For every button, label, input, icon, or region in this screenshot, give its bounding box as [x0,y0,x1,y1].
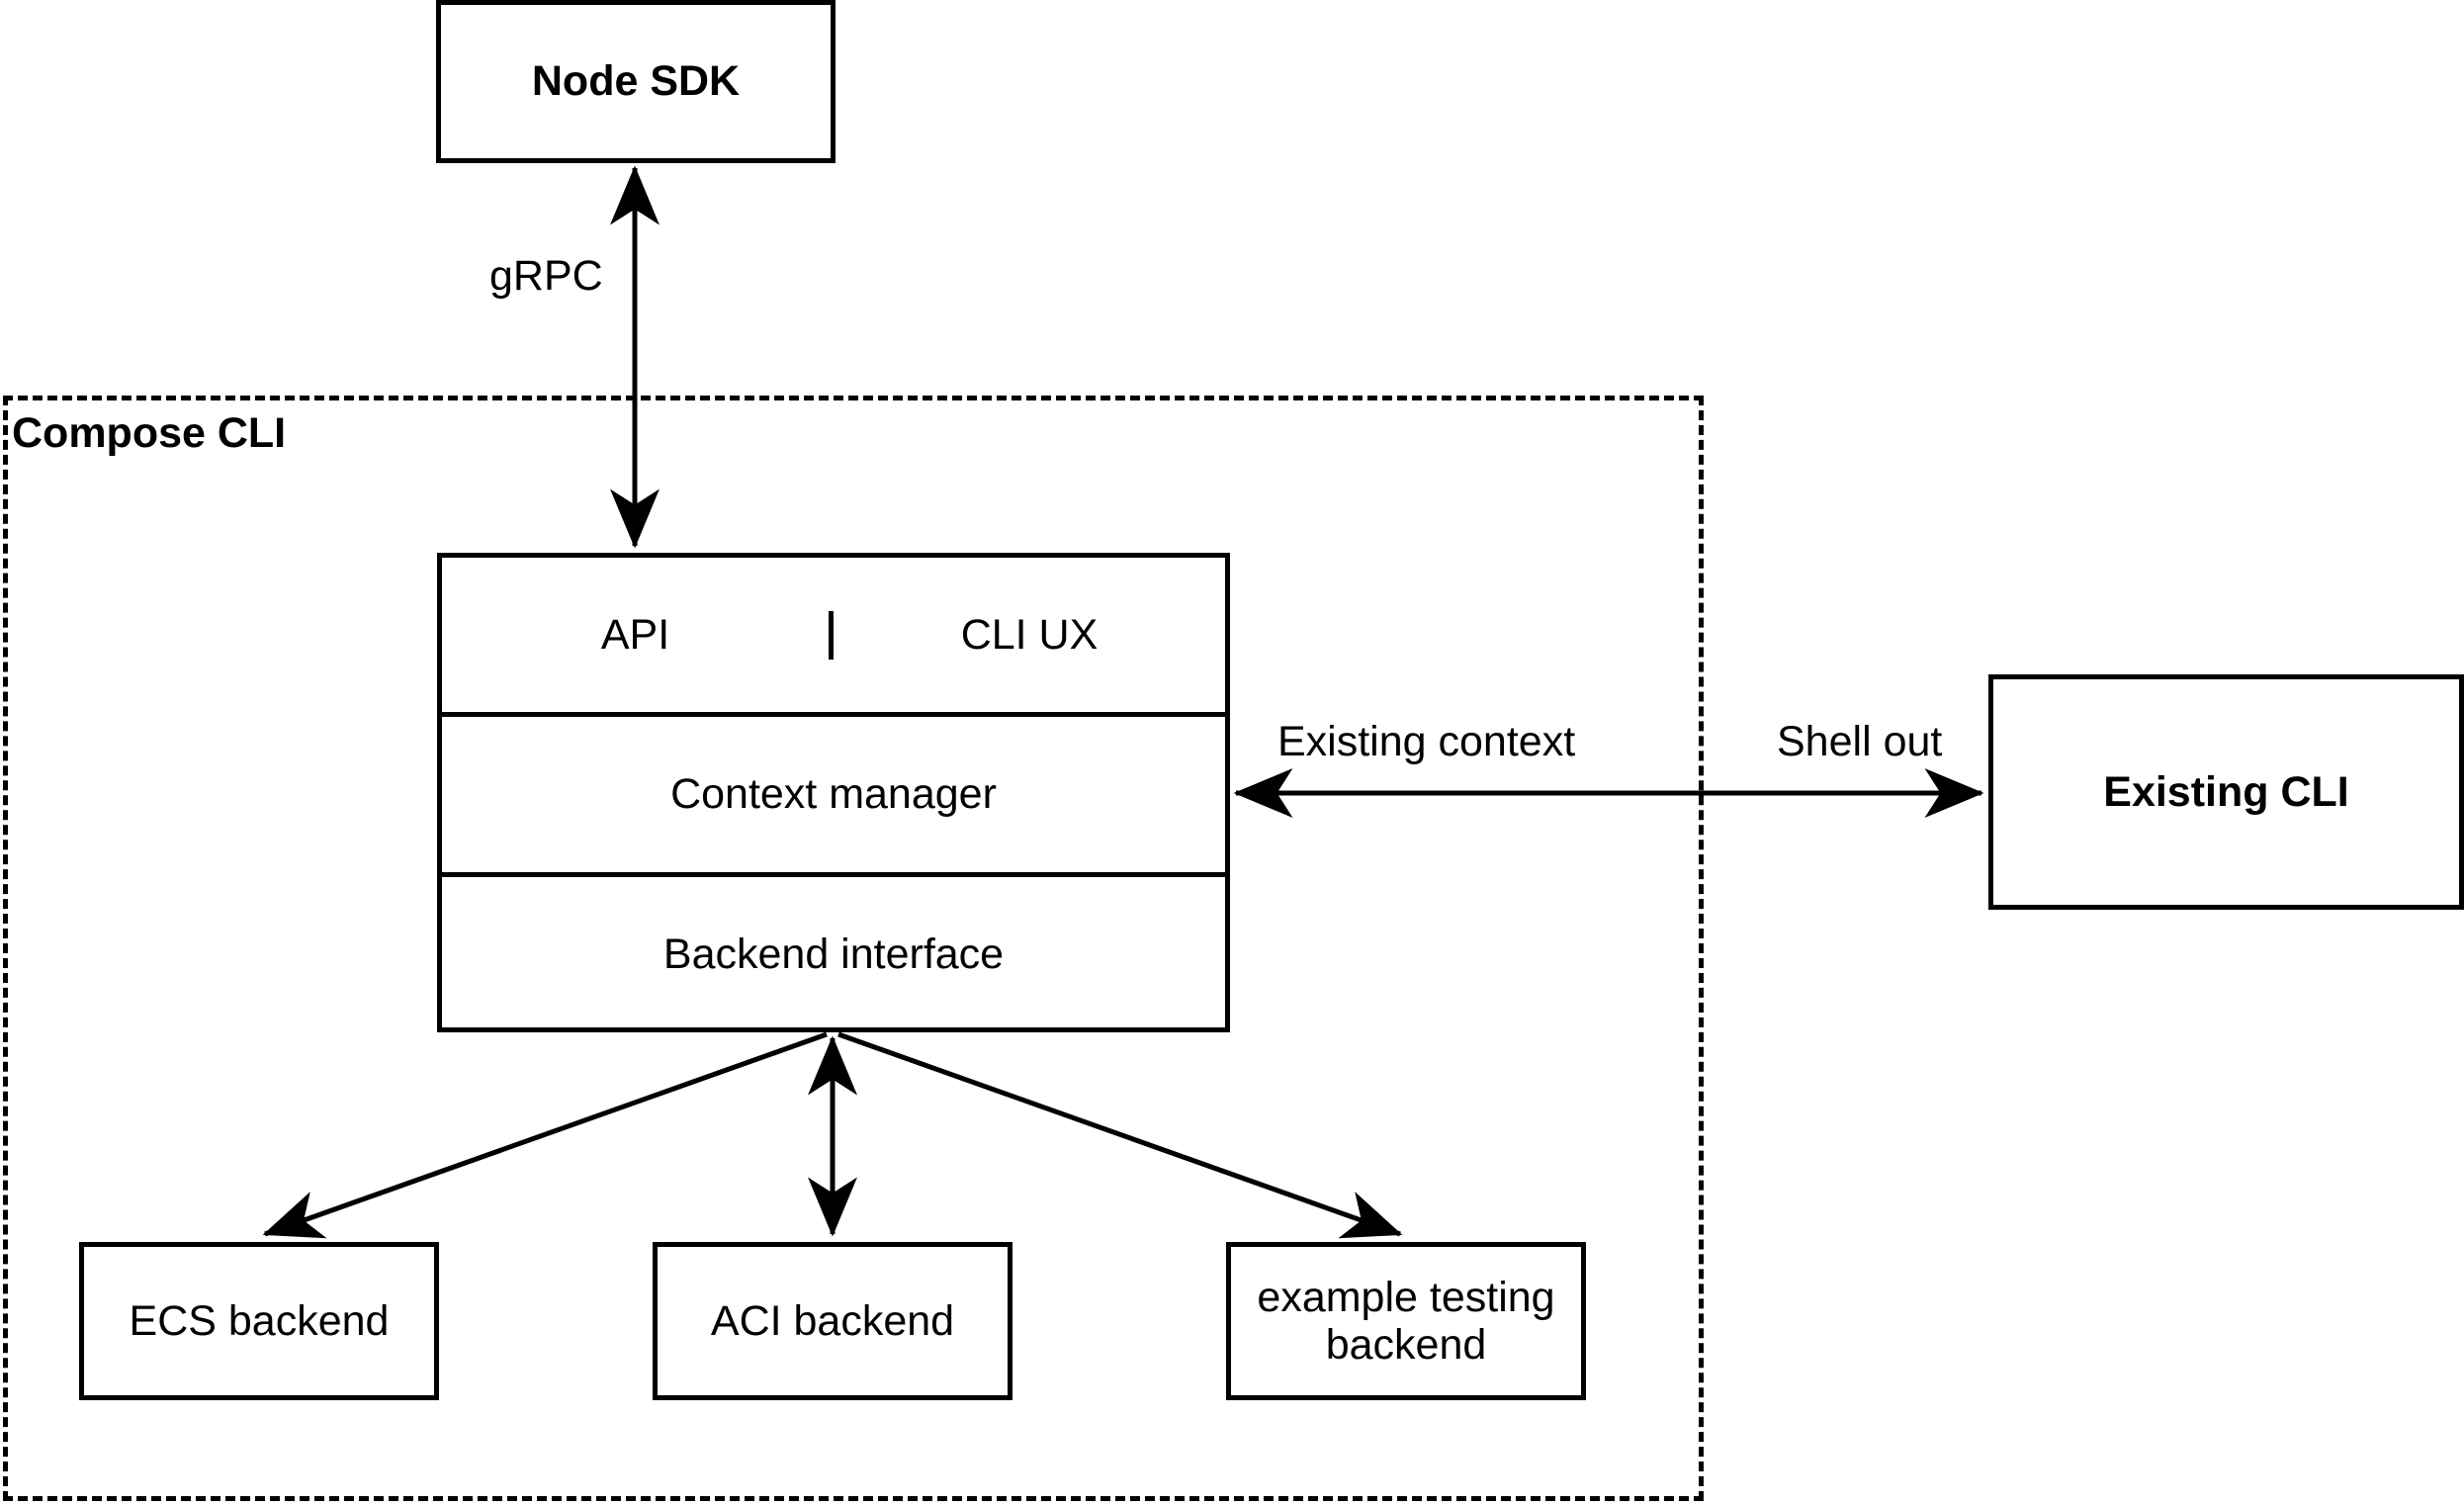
edge-label-shell-out: Shell out [1777,718,1943,765]
example-testing-backend-label-line2: backend [1325,1321,1487,1369]
edge-label-existing-context: Existing context [1277,718,1576,765]
core-api-label: API [600,610,670,659]
core-cell-api[interactable]: API [442,610,834,660]
edge-label-grpc: gRPC [489,252,603,300]
aci-backend-label: ACI backend [710,1296,955,1345]
ecs-backend-box[interactable]: ECS backend [79,1242,439,1400]
core-cell-backend-interface[interactable]: Backend interface [442,877,1225,1032]
core-cell-cli-ux[interactable]: CLI UX [834,611,1225,660]
existing-cli-box[interactable]: Existing CLI [1988,674,2464,910]
core-cli-ux-label: CLI UX [960,610,1099,659]
core-cell-context-manager[interactable]: Context manager [442,717,1225,877]
core-row-api-cliux: API CLI UX [442,558,1225,717]
node-sdk-label: Node SDK [531,57,741,106]
compose-cli-core-stack: API CLI UX Context manager Backend inter… [437,553,1230,1032]
aci-backend-box[interactable]: ACI backend [653,1242,1012,1400]
example-testing-backend-box[interactable]: example testing backend [1226,1242,1586,1400]
compose-cli-group-label: Compose CLI [12,409,287,457]
existing-cli-label: Existing CLI [2103,767,2349,816]
compose-cli-group-boundary [3,396,1704,1501]
core-backend-interface-label: Backend interface [662,931,1005,978]
core-context-manager-label: Context manager [670,770,997,818]
example-testing-backend-label-line1: example testing [1257,1273,1555,1321]
node-sdk-box[interactable]: Node SDK [436,0,836,163]
example-testing-backend-label: example testing backend [1257,1274,1554,1369]
ecs-backend-label: ECS backend [129,1296,390,1345]
